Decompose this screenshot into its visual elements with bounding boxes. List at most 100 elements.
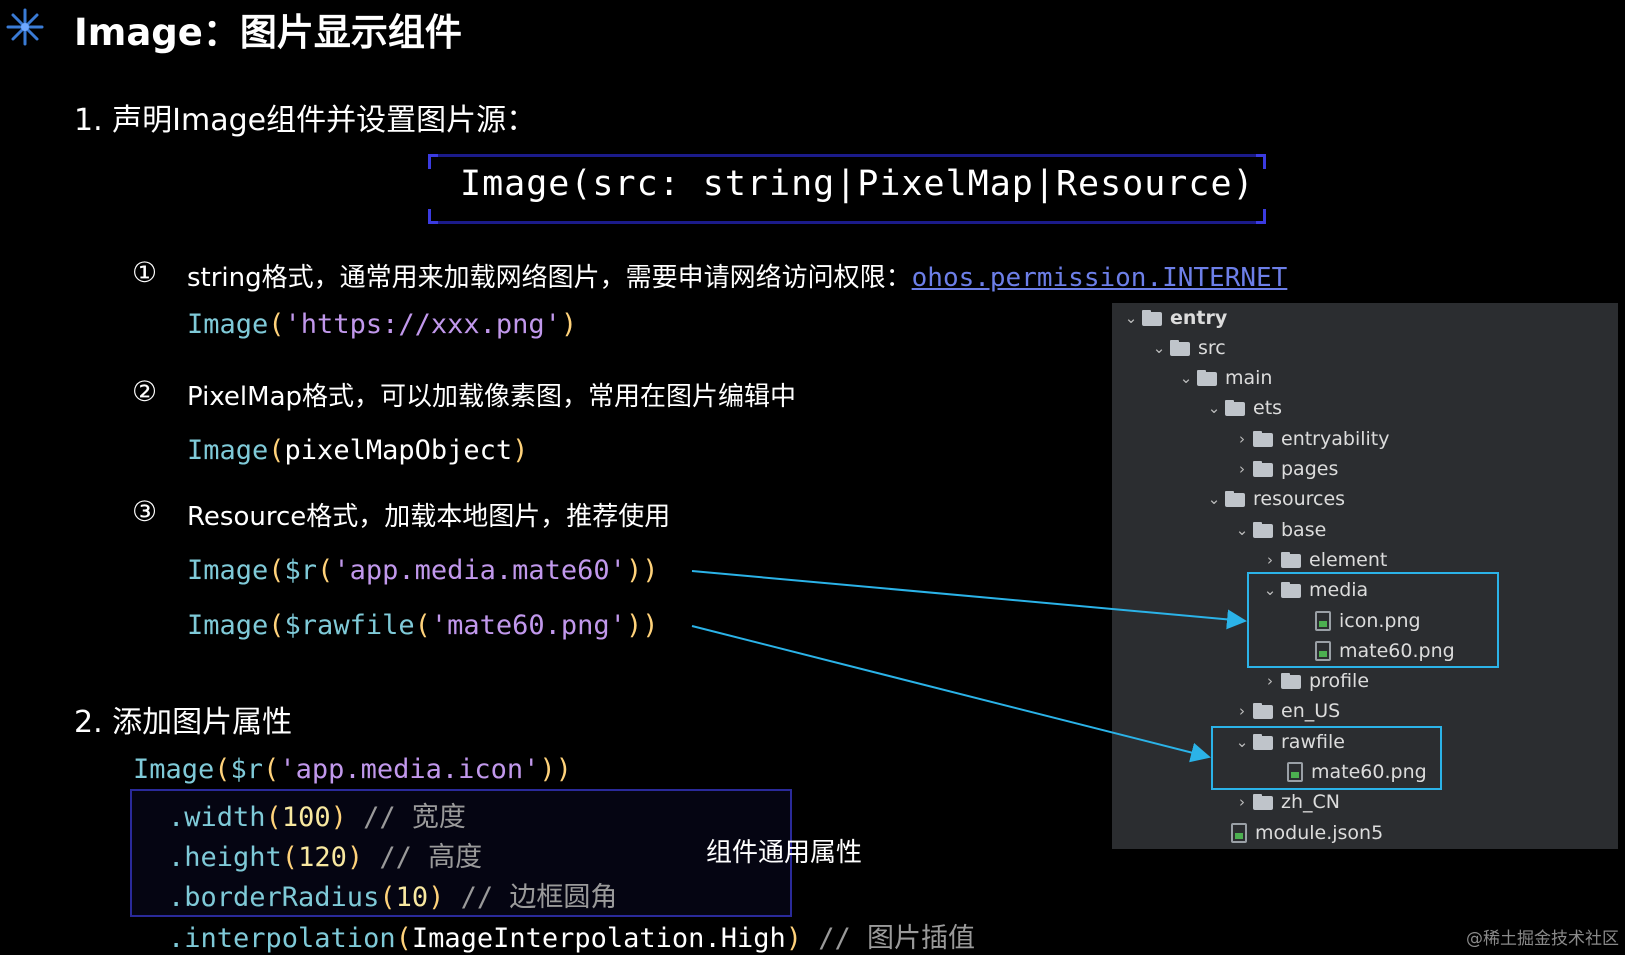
json-file-icon bbox=[1231, 823, 1247, 843]
tree-item-pages[interactable]: › pages bbox=[1231, 454, 1338, 484]
tree-label: mate60.png bbox=[1311, 761, 1427, 783]
folder-icon bbox=[1253, 461, 1275, 477]
snowflake-logo-icon bbox=[6, 8, 44, 46]
folder-icon bbox=[1253, 522, 1275, 538]
chevron-down-icon: ⌄ bbox=[1124, 309, 1138, 327]
chevron-right-icon: › bbox=[1239, 460, 1245, 478]
tree-item-rawfile-mate60-png[interactable]: mate60.png bbox=[1287, 757, 1427, 787]
code-paren: ( bbox=[268, 309, 285, 340]
tree-label: rawfile bbox=[1281, 731, 1345, 753]
tree-label: zh_CN bbox=[1281, 791, 1340, 813]
chevron-right-icon: › bbox=[1267, 672, 1273, 690]
tree-label: resources bbox=[1253, 488, 1346, 510]
tree-label: element bbox=[1309, 549, 1388, 571]
image-file-icon bbox=[1287, 762, 1303, 782]
prop-name: .height bbox=[168, 842, 282, 873]
page-title: Image：图片显示组件 bbox=[74, 11, 462, 54]
prop-name: .borderRadius bbox=[168, 882, 380, 913]
prop-border-radius: .borderRadius(10) // 边框圆角 bbox=[168, 875, 617, 914]
media-highlight-box bbox=[1247, 572, 1499, 668]
code-string: 'app.media.icon' bbox=[279, 754, 540, 785]
prop-comment: // 边框圆角 bbox=[460, 882, 618, 913]
tree-item-base[interactable]: ⌄ base bbox=[1231, 515, 1327, 545]
prop-name: .width bbox=[168, 802, 266, 833]
code-string: 'app.media.mate60' bbox=[333, 555, 626, 586]
code-paren: ) bbox=[560, 309, 578, 340]
internet-permission-link[interactable]: ohos.permission.INTERNET bbox=[911, 263, 1288, 293]
tree-item-module-json[interactable]: module.json5 bbox=[1231, 818, 1383, 848]
prop-width: .width(100) // 宽度 bbox=[168, 795, 466, 834]
chevron-down-icon: ⌄ bbox=[1263, 581, 1277, 599]
tree-item-entryability[interactable]: › entryability bbox=[1231, 424, 1389, 454]
code-paren: ( bbox=[268, 435, 285, 466]
folder-icon bbox=[1253, 431, 1275, 447]
code-paren: ) bbox=[512, 435, 529, 466]
chevron-down-icon: ⌄ bbox=[1152, 339, 1166, 357]
code-paren: ( bbox=[395, 923, 412, 954]
tree-label: module.json5 bbox=[1255, 822, 1384, 844]
item-3-description: Resource格式，加载本地图片，推荐使用 bbox=[187, 502, 671, 532]
watermark: @稀土掘金技术社区 bbox=[1466, 929, 1619, 949]
tree-item-media[interactable]: ⌄media bbox=[1259, 575, 1368, 605]
item-number-1: ① bbox=[132, 256, 158, 289]
tree-item-mate60-png[interactable]: mate60.png bbox=[1315, 636, 1455, 666]
code-fn: $rawfile bbox=[284, 610, 415, 641]
prop-height: .height(120) // 高度 bbox=[168, 835, 482, 874]
chevron-down-icon: ⌄ bbox=[1207, 399, 1221, 417]
item-3-code-1: Image($r('app.media.mate60')) bbox=[187, 555, 658, 586]
chevron-down-icon: ⌄ bbox=[1179, 369, 1193, 387]
tree-item-resources[interactable]: ⌄resources bbox=[1203, 484, 1345, 514]
tree-item-icon-png[interactable]: icon.png bbox=[1315, 606, 1421, 636]
image-file-icon bbox=[1315, 641, 1331, 661]
code-fn: $r bbox=[284, 555, 318, 586]
code-paren: )) bbox=[625, 555, 659, 586]
chevron-right-icon: › bbox=[1239, 430, 1245, 448]
folder-icon bbox=[1197, 370, 1219, 386]
code-paren: ( bbox=[414, 610, 431, 641]
code-paren: ( bbox=[268, 555, 285, 586]
tree-item-main[interactable]: ⌄main bbox=[1175, 363, 1273, 393]
chevron-down-icon: ⌄ bbox=[1235, 733, 1249, 751]
signature-box bbox=[428, 154, 1266, 224]
rawfile-highlight-box bbox=[1211, 726, 1442, 790]
tree-item-rawfile[interactable]: ⌄ rawfile bbox=[1231, 727, 1345, 757]
code-paren: ( bbox=[265, 802, 282, 833]
tree-label: src bbox=[1198, 337, 1226, 359]
chevron-right-icon: › bbox=[1267, 551, 1273, 569]
folder-icon bbox=[1142, 310, 1164, 326]
code-string: 'https://xxx.png' bbox=[284, 309, 561, 340]
code-fn: Image bbox=[187, 435, 269, 466]
tree-label: mate60.png bbox=[1339, 640, 1455, 662]
tree-item-ets[interactable]: ⌄ets bbox=[1203, 393, 1282, 423]
folder-icon bbox=[1170, 340, 1192, 356]
tree-label: pages bbox=[1281, 458, 1339, 480]
folder-icon bbox=[1281, 582, 1303, 598]
tree-item-entry[interactable]: ⌄ entry bbox=[1120, 303, 1228, 333]
prop-comment: // 宽度 bbox=[363, 802, 466, 833]
prop-comment: // 图片插值 bbox=[818, 923, 976, 954]
item-1-description: string格式，通常用来加载网络图片，需要申请网络访问权限：ohos.perm… bbox=[187, 257, 1287, 294]
code-fn: Image bbox=[187, 309, 269, 340]
tree-item-profile[interactable]: ›profile bbox=[1259, 666, 1369, 696]
section-1-heading: 1. 声明Image组件并设置图片源： bbox=[74, 103, 537, 138]
tree-item-en-us[interactable]: ›en_US bbox=[1231, 696, 1340, 726]
tree-label: base bbox=[1281, 519, 1327, 541]
arrow-to-media bbox=[691, 570, 1247, 630]
code-paren: ) bbox=[346, 842, 364, 873]
code-paren: )) bbox=[625, 610, 659, 641]
image-signature: Image(src: string|PixelMap|Resource) bbox=[460, 164, 1255, 204]
code-fn: $r bbox=[230, 754, 264, 785]
tree-item-src[interactable]: ⌄ src bbox=[1148, 333, 1226, 363]
prop-value: 120 bbox=[298, 842, 347, 873]
common-props-label: 组件通用属性 bbox=[706, 838, 863, 868]
tree-item-element[interactable]: › element bbox=[1259, 545, 1387, 575]
image-file-icon bbox=[1315, 611, 1331, 631]
chevron-down-icon: ⌄ bbox=[1235, 521, 1249, 539]
folder-icon bbox=[1253, 703, 1275, 719]
tree-label: entryability bbox=[1281, 428, 1390, 450]
tree-item-zh-cn[interactable]: ›zh_CN bbox=[1231, 787, 1340, 817]
code-string: 'mate60.png' bbox=[430, 610, 626, 641]
code-paren: )) bbox=[539, 754, 572, 785]
tree-label: entry bbox=[1170, 307, 1228, 329]
